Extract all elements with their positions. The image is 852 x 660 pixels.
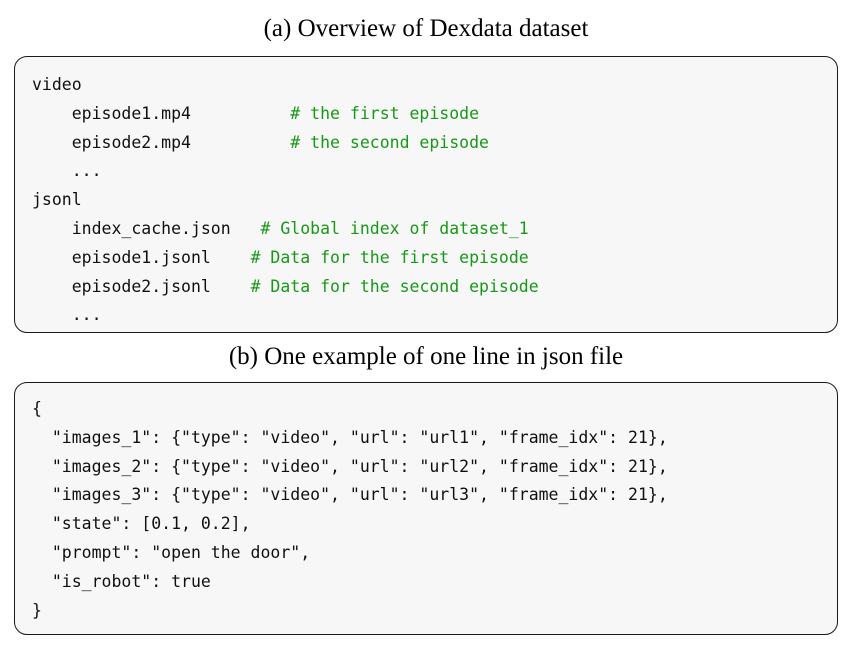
code-comment: # the first episode xyxy=(290,103,480,123)
code-comment: # Data for the second episode xyxy=(250,276,539,296)
code-gap-2 xyxy=(191,133,290,152)
code-line: episode1.jsonl # Data for the first epis… xyxy=(32,244,837,273)
code-line: "images_2": {"type": "video", "url": "ur… xyxy=(32,456,668,476)
code-gap-6 xyxy=(211,248,251,267)
code-comment: # Data for the first episode xyxy=(250,247,529,267)
code-line: "is_robot": true xyxy=(32,571,211,591)
code-path: episode1.mp4 xyxy=(32,103,191,123)
code-line: jsonl xyxy=(32,186,837,215)
code-line: video xyxy=(32,71,837,100)
panel-a-code-listing: video episode1.mp4 # the first episode e… xyxy=(15,57,837,330)
code-line: "images_3": {"type": "video", "url": "ur… xyxy=(32,485,668,505)
code-line: episode1.mp4 # the first episode xyxy=(32,100,837,129)
code-path: episode2.mp4 xyxy=(32,132,191,152)
code-line: "prompt": "open the door", xyxy=(32,542,311,562)
panel-b-caption: (b) One example of one line in json file xyxy=(228,343,624,370)
code-line: { xyxy=(32,399,42,418)
code-path: ... xyxy=(32,161,102,181)
code-path: ... xyxy=(32,305,102,325)
code-line: } xyxy=(32,600,42,620)
code-line: "state": [0.1, 0.2], xyxy=(32,514,251,534)
code-comment: # the second episode xyxy=(290,132,489,152)
code-line: episode2.mp4 # the second episode xyxy=(32,129,837,158)
code-path: jsonl xyxy=(32,190,82,210)
code-gap-1 xyxy=(191,104,290,123)
code-line: ... xyxy=(32,301,837,330)
panel-a-code-box: video episode1.mp4 # the first episode e… xyxy=(14,56,838,333)
code-comment: # Global index of dataset_1 xyxy=(260,218,529,238)
code-gap-7 xyxy=(211,277,251,296)
code-line: "images_1": {"type": "video", "url": "ur… xyxy=(32,427,668,447)
code-path: episode1.jsonl xyxy=(32,247,211,267)
panel-a-caption: (a) Overview of Dexdata dataset xyxy=(263,15,589,42)
code-line: index_cache.json # Global index of datas… xyxy=(32,215,837,244)
code-path: index_cache.json xyxy=(32,218,231,238)
code-line: ... xyxy=(32,157,837,186)
code-gap-5 xyxy=(231,219,261,238)
code-path: video xyxy=(32,75,82,94)
panel-b-code-box: { "images_1": {"type": "video", "url": "… xyxy=(14,382,838,635)
code-path: episode2.jsonl xyxy=(32,276,211,296)
code-line: episode2.jsonl # Data for the second epi… xyxy=(32,273,837,302)
panel-b-code-listing: { "images_1": {"type": "video", "url": "… xyxy=(15,383,837,625)
